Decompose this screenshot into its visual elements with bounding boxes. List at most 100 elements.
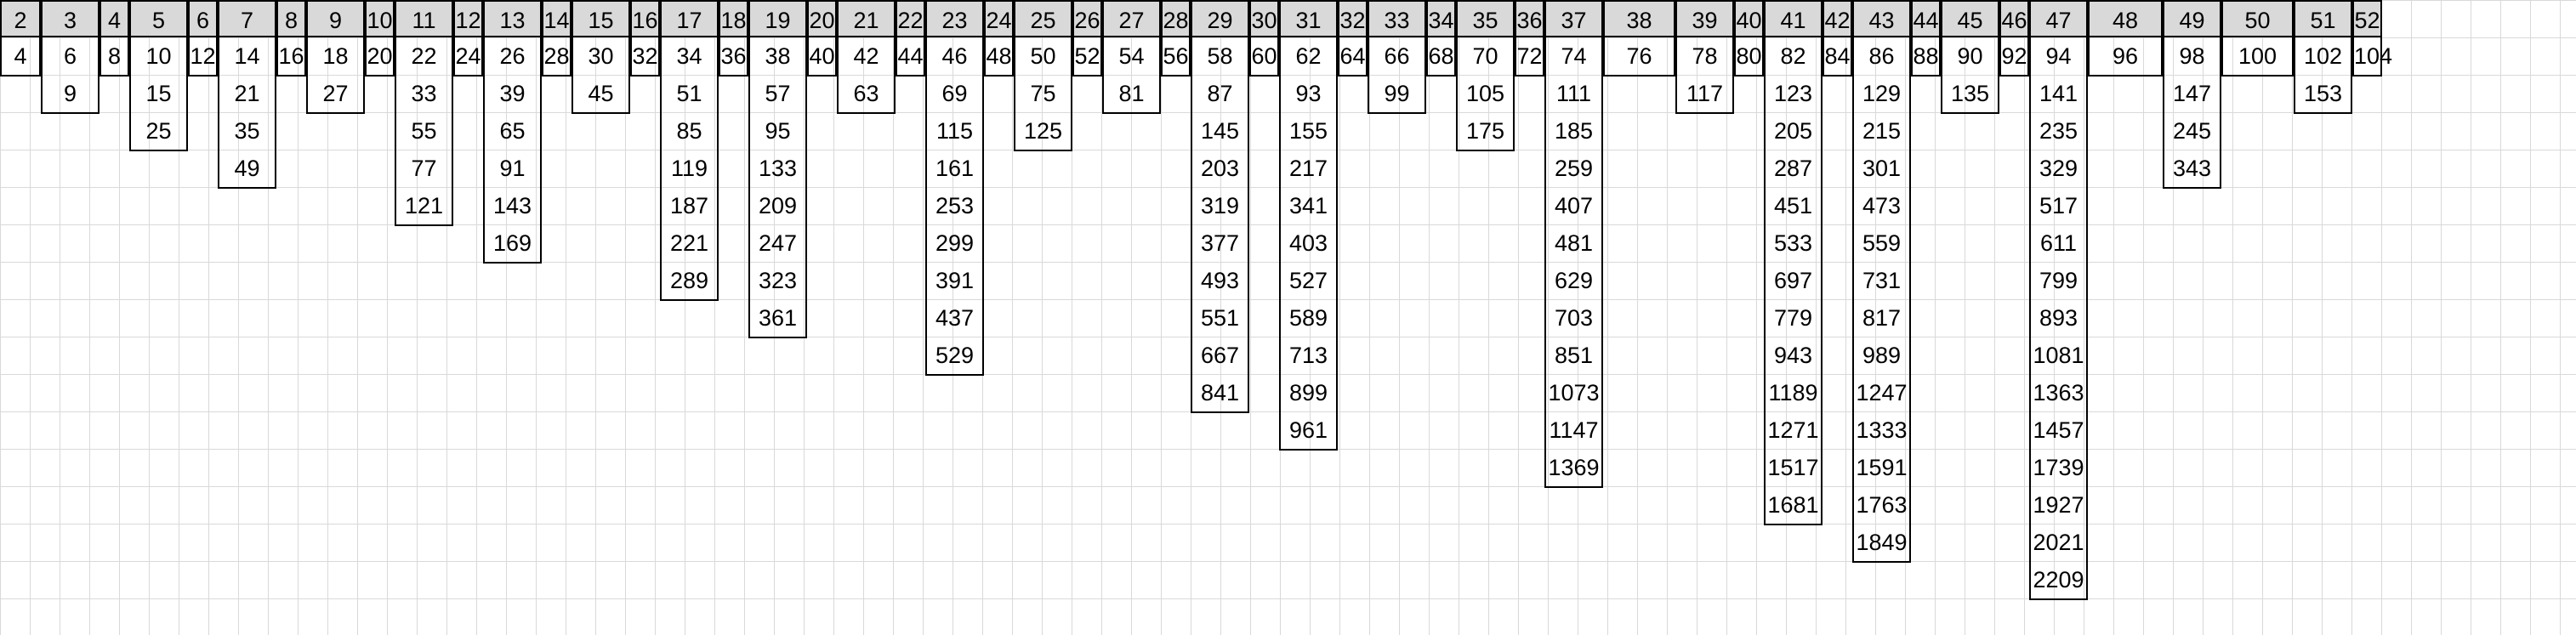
value-cell[interactable]: 203 bbox=[1200, 156, 1240, 181]
value-cell[interactable]: 841 bbox=[1200, 380, 1240, 405]
value-cell[interactable]: 42 bbox=[853, 43, 879, 69]
value-cell[interactable]: 52 bbox=[1074, 43, 1100, 69]
value-cell[interactable]: 77 bbox=[411, 156, 437, 181]
value-cell[interactable]: 16 bbox=[278, 43, 304, 69]
value-cell[interactable]: 961 bbox=[1288, 417, 1328, 443]
column-header[interactable]: 42 bbox=[1823, 0, 1852, 37]
column-header[interactable]: 18 bbox=[719, 0, 748, 37]
column-header[interactable]: 37 bbox=[1544, 0, 1603, 37]
value-cell[interactable]: 145 bbox=[1200, 118, 1240, 144]
value-cell[interactable]: 1189 bbox=[1768, 380, 1818, 405]
value-cell[interactable]: 50 bbox=[1030, 43, 1056, 69]
value-cell[interactable]: 559 bbox=[1862, 230, 1902, 256]
value-cell[interactable]: 1073 bbox=[1548, 380, 1600, 405]
column-header[interactable]: 12 bbox=[453, 0, 483, 37]
value-cell[interactable]: 155 bbox=[1288, 118, 1328, 144]
column-header[interactable]: 11 bbox=[395, 0, 453, 37]
value-cell[interactable]: 64 bbox=[1339, 43, 1366, 69]
value-cell[interactable]: 60 bbox=[1251, 43, 1277, 69]
value-cell[interactable]: 147 bbox=[2172, 81, 2212, 106]
value-cell[interactable]: 493 bbox=[1200, 268, 1240, 293]
value-cell[interactable]: 94 bbox=[2045, 43, 2072, 69]
value-cell[interactable]: 32 bbox=[632, 43, 658, 69]
value-cell[interactable]: 1369 bbox=[1548, 455, 1600, 480]
value-cell[interactable]: 58 bbox=[1207, 43, 1233, 69]
value-cell[interactable]: 319 bbox=[1200, 193, 1240, 218]
value-cell[interactable]: 209 bbox=[758, 193, 798, 218]
value-cell[interactable]: 205 bbox=[1773, 118, 1813, 144]
value-cell[interactable]: 78 bbox=[1692, 43, 1718, 69]
value-cell[interactable]: 24 bbox=[455, 43, 481, 69]
value-cell[interactable]: 82 bbox=[1780, 43, 1806, 69]
value-cell[interactable]: 36 bbox=[720, 43, 747, 69]
value-cell[interactable]: 81 bbox=[1118, 81, 1145, 106]
column-header[interactable]: 31 bbox=[1279, 0, 1338, 37]
value-cell[interactable]: 93 bbox=[1295, 81, 1322, 106]
value-cell[interactable]: 111 bbox=[1555, 81, 1592, 106]
value-cell[interactable]: 1591 bbox=[1856, 455, 1908, 480]
value-cell[interactable]: 30 bbox=[588, 43, 614, 69]
value-cell[interactable]: 62 bbox=[1295, 43, 1322, 69]
column-header[interactable]: 9 bbox=[306, 0, 365, 37]
column-header[interactable]: 43 bbox=[1852, 0, 1911, 37]
column-header[interactable]: 51 bbox=[2294, 0, 2352, 37]
column-header[interactable]: 14 bbox=[542, 0, 571, 37]
column-header[interactable]: 7 bbox=[218, 0, 276, 37]
column-header[interactable]: 40 bbox=[1734, 0, 1764, 37]
value-cell[interactable]: 1457 bbox=[2033, 417, 2084, 443]
column-header[interactable]: 38 bbox=[1603, 0, 1675, 37]
value-cell[interactable]: 20 bbox=[367, 43, 393, 69]
value-cell[interactable]: 473 bbox=[1862, 193, 1902, 218]
value-cell[interactable]: 989 bbox=[1862, 343, 1902, 368]
value-cell[interactable]: 49 bbox=[234, 156, 260, 181]
value-cell[interactable]: 57 bbox=[765, 81, 791, 106]
column-header[interactable]: 34 bbox=[1426, 0, 1456, 37]
value-cell[interactable]: 1363 bbox=[2033, 380, 2084, 405]
column-header[interactable]: 26 bbox=[1072, 0, 1102, 37]
value-cell[interactable]: 54 bbox=[1118, 43, 1145, 69]
value-cell[interactable]: 96 bbox=[2112, 43, 2139, 69]
value-cell[interactable]: 299 bbox=[935, 230, 975, 256]
value-cell[interactable]: 2209 bbox=[2033, 567, 2084, 592]
value-cell[interactable]: 235 bbox=[2039, 118, 2078, 144]
value-cell[interactable]: 98 bbox=[2179, 43, 2205, 69]
value-cell[interactable]: 9 bbox=[63, 81, 77, 106]
value-cell[interactable]: 102 bbox=[2303, 43, 2343, 69]
value-cell[interactable]: 34 bbox=[676, 43, 702, 69]
column-header[interactable]: 33 bbox=[1368, 0, 1426, 37]
value-cell[interactable]: 84 bbox=[1824, 43, 1851, 69]
value-cell[interactable]: 253 bbox=[935, 193, 975, 218]
value-cell[interactable]: 713 bbox=[1288, 343, 1328, 368]
value-cell[interactable]: 90 bbox=[1957, 43, 1983, 69]
value-cell[interactable]: 1681 bbox=[1767, 492, 1819, 518]
value-cell[interactable]: 377 bbox=[1200, 230, 1240, 256]
column-header[interactable]: 41 bbox=[1764, 0, 1823, 37]
value-cell[interactable]: 129 bbox=[1862, 81, 1902, 106]
value-cell[interactable]: 247 bbox=[758, 230, 798, 256]
column-header[interactable]: 25 bbox=[1014, 0, 1072, 37]
column-header[interactable]: 21 bbox=[837, 0, 896, 37]
column-header[interactable]: 36 bbox=[1515, 0, 1544, 37]
column-header[interactable]: 22 bbox=[896, 0, 925, 37]
value-cell[interactable]: 529 bbox=[935, 343, 975, 368]
value-cell[interactable]: 551 bbox=[1200, 305, 1240, 331]
value-cell[interactable]: 74 bbox=[1561, 43, 1587, 69]
value-cell[interactable]: 12 bbox=[190, 43, 216, 69]
value-cell[interactable]: 88 bbox=[1913, 43, 1939, 69]
column-header[interactable]: 47 bbox=[2029, 0, 2088, 37]
column-header[interactable]: 17 bbox=[660, 0, 719, 37]
value-cell[interactable]: 133 bbox=[758, 156, 798, 181]
value-cell[interactable]: 143 bbox=[492, 193, 532, 218]
value-cell[interactable]: 323 bbox=[758, 268, 798, 293]
value-cell[interactable]: 14 bbox=[234, 43, 260, 69]
value-cell[interactable]: 2021 bbox=[2033, 530, 2084, 555]
value-cell[interactable]: 1763 bbox=[1856, 492, 1908, 518]
column-header[interactable]: 50 bbox=[2221, 0, 2294, 37]
value-cell[interactable]: 943 bbox=[1773, 343, 1813, 368]
value-cell[interactable]: 1271 bbox=[1767, 417, 1819, 443]
value-cell[interactable]: 437 bbox=[935, 305, 975, 331]
value-cell[interactable]: 589 bbox=[1288, 305, 1328, 331]
column-header[interactable]: 39 bbox=[1675, 0, 1734, 37]
value-cell[interactable]: 403 bbox=[1288, 230, 1328, 256]
